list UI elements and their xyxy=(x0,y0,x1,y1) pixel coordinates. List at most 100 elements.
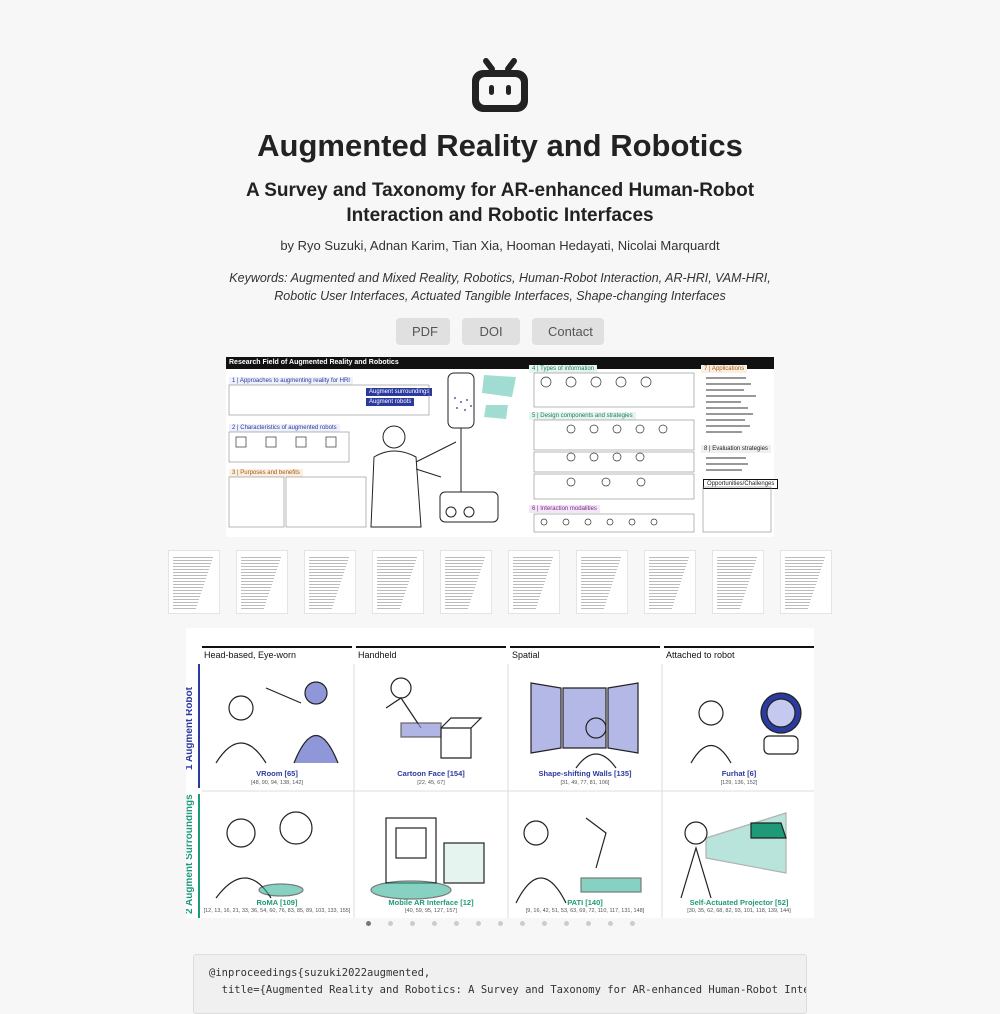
section-3-label: 3 | Purposes and benefits xyxy=(229,469,303,477)
thumbnail-text-line xyxy=(309,557,349,558)
thumbnail-text-line xyxy=(649,584,680,585)
section-4-label: 4 | Types of information xyxy=(529,365,598,373)
thumbnail-text-line xyxy=(445,602,470,603)
carousel-dot-13[interactable] xyxy=(629,921,635,926)
thumbnail-text-line xyxy=(785,572,820,573)
thumbnail-page-6[interactable] xyxy=(508,550,560,614)
thumbnail-text-line xyxy=(785,584,816,585)
thumbnail-text-line xyxy=(309,602,334,603)
carousel-dot-9[interactable] xyxy=(541,921,547,926)
figure-header: Research Field of Augmented Reality and … xyxy=(226,357,774,369)
thumbnail-text-line xyxy=(513,602,538,603)
thumbnail-text-line xyxy=(649,563,687,564)
thumbnail-text-line xyxy=(445,560,484,561)
pdf-button[interactable]: PDF xyxy=(396,318,450,345)
thumbnail-text-line xyxy=(513,596,540,597)
thumbnail-text-line xyxy=(513,587,543,588)
thumbnail-text-line xyxy=(717,569,753,570)
thumbnail-text-line xyxy=(445,581,477,582)
section-7-label: 7 | Applications xyxy=(701,365,748,373)
thumbnail-text-line xyxy=(785,602,810,603)
column-header: Head-based, Eye-worn xyxy=(204,650,297,660)
thumbnail-text-line xyxy=(717,593,745,594)
cell-caption: VRoom [65] xyxy=(256,769,298,778)
thumbnail-text-line xyxy=(581,566,618,567)
thumbnail-text-line xyxy=(241,566,278,567)
thumbnail-text-line xyxy=(309,575,343,576)
thumbnail-page-10[interactable] xyxy=(780,550,832,614)
thumbnail-page-8[interactable] xyxy=(644,550,696,614)
keywords: Keywords: Augmented and Mixed Reality, R… xyxy=(229,271,771,303)
thumbnail-page-9[interactable] xyxy=(712,550,764,614)
thumbnail-text-line xyxy=(309,587,339,588)
doi-button[interactable]: DOI xyxy=(462,318,520,345)
augment-robots-tag: Augment robots xyxy=(366,398,415,406)
figure-carousel-slide[interactable]: Head-based, Eye-worn Handheld Spatial At… xyxy=(186,628,814,918)
thumbnail-text-line xyxy=(173,563,211,564)
taxonomy-overview-figure: Research Field of Augmented Reality and … xyxy=(226,357,779,537)
tv-robot-logo-icon xyxy=(472,58,528,112)
carousel-dot-6[interactable] xyxy=(475,921,481,926)
thumbnail-text-line xyxy=(173,560,212,561)
thumbnail-page-5[interactable] xyxy=(440,550,492,614)
cell-caption: Mobile AR Interface [12] xyxy=(388,898,474,907)
page-subtitle: A Survey and Taxonomy for AR-enhanced Hu… xyxy=(245,180,755,226)
carousel-dot-7[interactable] xyxy=(497,921,503,926)
carousel-dot-12[interactable] xyxy=(607,921,613,926)
thumbnail-text-line xyxy=(309,605,333,606)
paper-page-thumbnails xyxy=(168,548,832,614)
carousel-dots xyxy=(0,921,1000,926)
cell-references: [9, 16, 42, 51, 53, 63, 69, 72, 110, 117… xyxy=(525,908,645,914)
cell-caption: PATI [140] xyxy=(567,898,603,907)
cell-references: [129, 136, 152] xyxy=(720,780,758,786)
carousel-dot-5[interactable] xyxy=(453,921,459,926)
thumbnail-text-line xyxy=(241,563,279,564)
thumbnail-text-line xyxy=(581,557,621,558)
thumbnail-text-line xyxy=(649,575,683,576)
thumbnail-text-line xyxy=(649,566,686,567)
thumbnail-page-4[interactable] xyxy=(372,550,424,614)
thumbnail-text-line xyxy=(649,578,682,579)
carousel-dot-11[interactable] xyxy=(585,921,591,926)
cell-caption: Self-Actuated Projector [52] xyxy=(689,898,789,907)
augment-surroundings-tag: Augment surroundings xyxy=(366,388,433,396)
thumbnail-text-line xyxy=(513,560,552,561)
thumbnail-text-line xyxy=(377,578,410,579)
thumbnail-text-line xyxy=(581,569,617,570)
bibtex-line: @inproceedings{suzuki2022augmented, xyxy=(209,967,431,979)
carousel-dot-8[interactable] xyxy=(519,921,525,926)
thumbnail-text-line xyxy=(513,572,548,573)
thumbnail-text-line xyxy=(377,602,402,603)
thumbnail-text-line xyxy=(173,608,196,609)
section-6-label: 6 | Interaction modalities xyxy=(529,505,600,513)
thumbnail-text-line xyxy=(649,569,685,570)
cell-references: [31, 49, 77, 81, 106] xyxy=(560,780,610,786)
thumbnail-text-line xyxy=(581,572,616,573)
thumbnail-text-line xyxy=(717,581,749,582)
contact-button[interactable]: Contact xyxy=(532,318,604,345)
thumbnail-page-1[interactable] xyxy=(168,550,220,614)
thumbnail-page-3[interactable] xyxy=(304,550,356,614)
carousel-dot-3[interactable] xyxy=(409,921,415,926)
thumbnail-text-line xyxy=(785,560,824,561)
thumbnail-text-line xyxy=(173,566,210,567)
thumbnail-text-line xyxy=(241,590,270,591)
thumbnail-text-line xyxy=(717,557,757,558)
carousel-dot-2[interactable] xyxy=(387,921,393,926)
thumbnail-text-line xyxy=(717,590,746,591)
carousel-dot-1[interactable] xyxy=(365,921,371,926)
thumbnail-text-line xyxy=(717,608,740,609)
thumbnail-text-line xyxy=(241,599,267,600)
thumbnail-text-line xyxy=(377,584,408,585)
carousel-dot-4[interactable] xyxy=(431,921,437,926)
thumbnail-text-line xyxy=(785,569,821,570)
thumbnail-page-7[interactable] xyxy=(576,550,628,614)
thumbnail-text-line xyxy=(241,596,268,597)
thumbnail-text-line xyxy=(173,596,200,597)
carousel-dot-10[interactable] xyxy=(563,921,569,926)
bibtex-block[interactable]: @inproceedings{suzuki2022augmented, titl… xyxy=(193,954,807,1014)
thumbnail-text-line xyxy=(513,599,539,600)
section-1-label: 1 | Approaches to augmenting reality for… xyxy=(229,377,353,385)
thumbnail-page-2[interactable] xyxy=(236,550,288,614)
thumbnail-text-line xyxy=(581,587,611,588)
